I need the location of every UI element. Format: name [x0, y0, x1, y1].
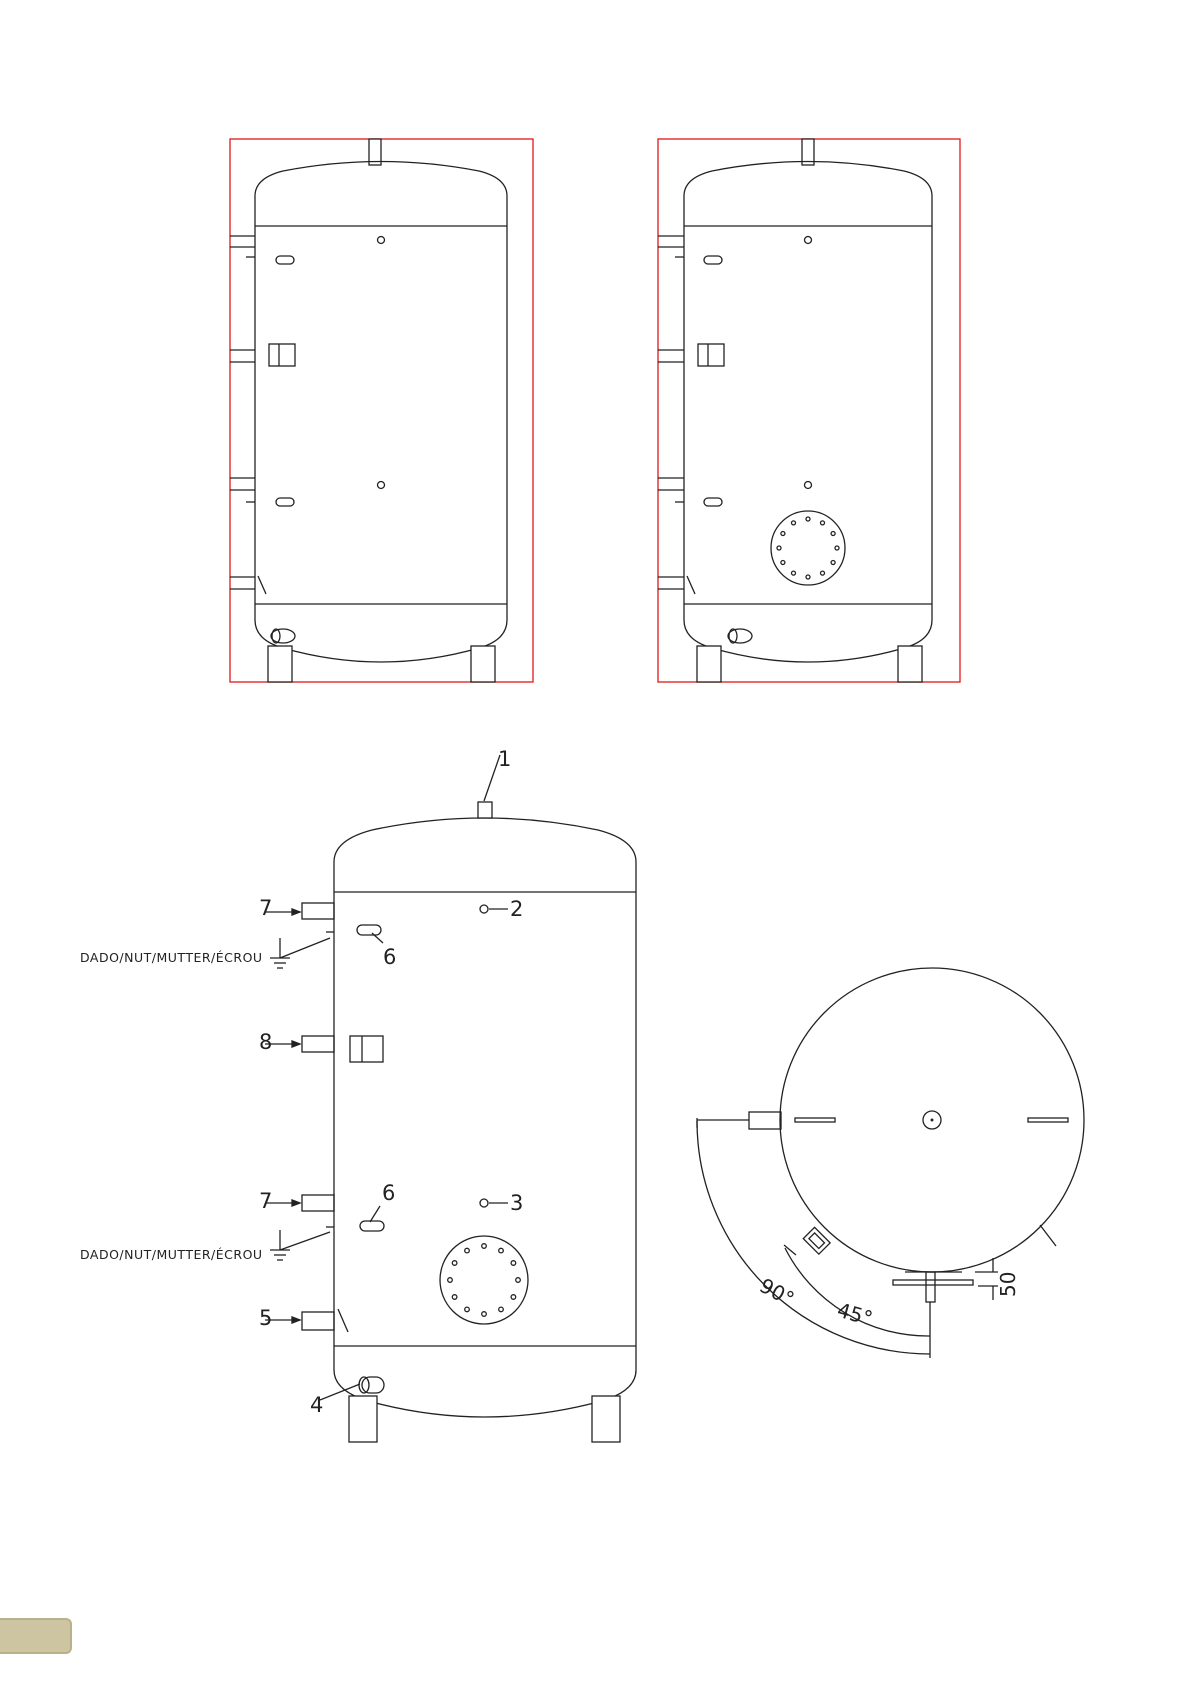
- callout-1: 1: [498, 747, 511, 771]
- connection-8-flange: [350, 1036, 383, 1062]
- bottom-bracket: [893, 1280, 973, 1285]
- callout-7-top: 7: [259, 896, 272, 920]
- connection-3: [480, 1199, 488, 1207]
- connection-1: [478, 802, 492, 818]
- red-frame-left: [230, 139, 533, 682]
- small-tank-right: [658, 139, 960, 682]
- callout-4: 4: [310, 1393, 323, 1417]
- connection-6-bottom: [360, 1221, 384, 1231]
- dimension-50: 50: [996, 1272, 1020, 1297]
- nozzle-side: [749, 1112, 781, 1129]
- callout-8: 8: [259, 1030, 272, 1054]
- connection-7-bottom: [302, 1195, 334, 1211]
- nozzle-angled: [803, 1227, 830, 1254]
- nut-label-bottom: DADO/NUT/MUTTER/ÉCROU: [80, 1247, 263, 1262]
- nut-label-top: DADO/NUT/MUTTER/ÉCROU: [80, 950, 263, 965]
- top-view: 90° 45° 50: [697, 968, 1084, 1358]
- dimension-45: 45°: [835, 1298, 876, 1331]
- callout-6-top: 6: [383, 945, 396, 969]
- connection-5: [302, 1312, 334, 1330]
- dimension-90: 90°: [756, 1273, 799, 1311]
- connection-6-top: [357, 925, 381, 935]
- ground-symbol-icon: [270, 1230, 290, 1260]
- ground-symbol-icon: [270, 938, 290, 968]
- connection-8: [302, 1036, 334, 1052]
- callout-7-bottom: 7: [259, 1189, 272, 1213]
- manhole-flange-small: [771, 511, 845, 585]
- small-tank-left: [230, 139, 533, 682]
- callout-6-bottom: 6: [382, 1181, 395, 1205]
- large-tank: 1 2 3 4 5 6 6 7 7 8 DADO/NUT/MUTTER/ÉCRO…: [80, 747, 636, 1442]
- manhole-flange: [440, 1236, 528, 1324]
- callout-3: 3: [510, 1191, 523, 1215]
- callout-5: 5: [259, 1306, 272, 1330]
- connection-4: [359, 1377, 384, 1393]
- connection-2: [480, 905, 488, 913]
- connection-7-top: [302, 903, 334, 919]
- red-frame-right: [658, 139, 960, 682]
- page-tab: [0, 1618, 72, 1654]
- callout-2: 2: [510, 897, 523, 921]
